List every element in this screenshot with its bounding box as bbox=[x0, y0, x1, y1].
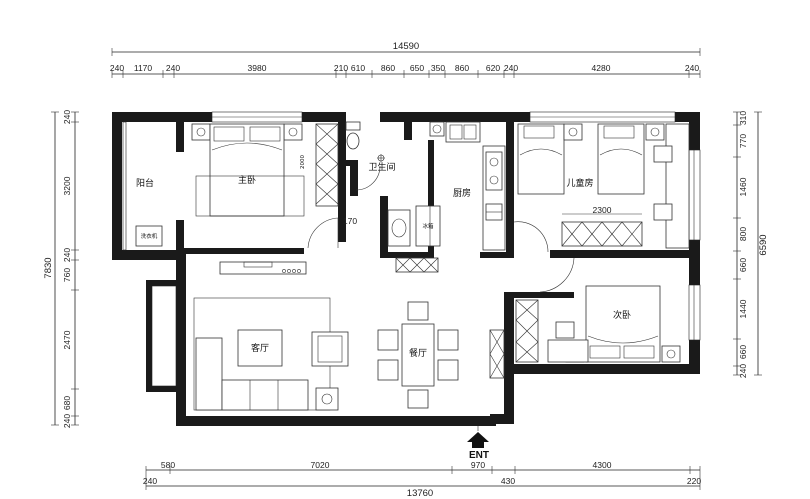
right-dim-2: 1460 bbox=[738, 177, 748, 196]
master-wardrobe bbox=[315, 123, 339, 207]
right-dim-0: 310 bbox=[738, 111, 748, 125]
top-dim-9: 860 bbox=[455, 63, 469, 73]
top-dim-4: 210 bbox=[334, 63, 348, 73]
windows bbox=[122, 111, 701, 387]
washer-label: 洗衣机 bbox=[141, 232, 158, 240]
top-dim-0: 240 bbox=[110, 63, 124, 73]
fridge-label: 冰箱 bbox=[422, 222, 434, 230]
left-dim-3: 760 bbox=[62, 268, 72, 282]
master-nightstand-right bbox=[283, 123, 303, 141]
dining-table bbox=[401, 323, 435, 387]
kitchen-sink bbox=[445, 121, 481, 143]
left-dim-5: 680 bbox=[62, 396, 72, 410]
right-dim-6: 660 bbox=[738, 345, 748, 359]
bathroom-sink bbox=[387, 209, 411, 247]
top-dim-7: 650 bbox=[410, 63, 424, 73]
top-dim-6: 860 bbox=[381, 63, 395, 73]
dining-furniture bbox=[377, 257, 505, 409]
room-label-balcony: 阳台 bbox=[136, 177, 154, 189]
right-dim-5: 1440 bbox=[738, 299, 748, 318]
master-bedroom-furniture bbox=[191, 123, 339, 249]
bottom-dim-4: 240 bbox=[143, 476, 157, 486]
left-dim-0: 240 bbox=[62, 110, 72, 124]
left-dimension-lines bbox=[51, 111, 79, 426]
top-dim-12: 4280 bbox=[592, 63, 611, 73]
second-bed bbox=[585, 285, 661, 363]
top-dim-2: 240 bbox=[166, 63, 180, 73]
bottom-dim-0: 580 bbox=[161, 460, 175, 470]
left-dim-4: 2470 bbox=[62, 330, 72, 349]
second-bedroom-furniture bbox=[515, 257, 681, 363]
room-label-kitchen: 厨房 bbox=[453, 187, 471, 199]
stove bbox=[485, 151, 503, 191]
top-dim-1: 1170 bbox=[134, 63, 153, 73]
left-dim-2: 240 bbox=[62, 248, 72, 262]
top-dim-10: 620 bbox=[486, 63, 500, 73]
kids-bed-2 bbox=[597, 123, 645, 195]
bottom-total-dim: 13760 bbox=[407, 488, 433, 499]
kids-desk-dim: 2300 bbox=[593, 205, 612, 215]
master-bed bbox=[209, 123, 285, 217]
washing-machine bbox=[135, 225, 163, 247]
master-nightstand-left bbox=[191, 123, 211, 141]
bottom-dim-1: 7020 bbox=[311, 460, 330, 470]
entrance-label: ENT bbox=[469, 450, 489, 461]
room-label-second: 次卧 bbox=[613, 309, 631, 321]
kids-bed-1 bbox=[517, 123, 565, 195]
bottom-dim-3: 4300 bbox=[593, 460, 612, 470]
room-label-dining: 餐厅 bbox=[409, 347, 427, 359]
master-bed-dim: 2000 bbox=[300, 155, 306, 169]
bathroom-fixtures bbox=[345, 121, 411, 247]
bottom-dim-5: 430 bbox=[501, 476, 515, 486]
bottom-dim-2: 970 bbox=[471, 460, 485, 470]
top-dimension-lines bbox=[111, 48, 701, 78]
kids-room-furniture bbox=[513, 123, 690, 253]
armchair bbox=[311, 331, 349, 367]
room-label-living: 客厅 bbox=[251, 342, 269, 354]
right-dim-3: 800 bbox=[738, 227, 748, 241]
kitchen-fixtures bbox=[415, 121, 506, 251]
interior-walls bbox=[176, 112, 689, 298]
toilet bbox=[346, 132, 360, 150]
right-total-dim: 6590 bbox=[758, 234, 769, 255]
kids-cabinet bbox=[561, 221, 643, 247]
top-dim-3: 3980 bbox=[248, 63, 267, 73]
room-label-master: 主卧 bbox=[238, 174, 256, 186]
left-dim-6: 240 bbox=[62, 414, 72, 428]
living-room-furniture bbox=[193, 261, 349, 411]
coffee-table bbox=[237, 329, 283, 367]
top-dim-13: 240 bbox=[685, 63, 699, 73]
room-label-bathroom: 卫生间 bbox=[368, 161, 395, 173]
kids-desk bbox=[665, 123, 690, 249]
entrance-marker bbox=[467, 426, 489, 448]
left-dim-1: 3200 bbox=[62, 176, 72, 195]
top-dim-8: 350 bbox=[431, 63, 445, 73]
right-dimension-lines bbox=[733, 111, 762, 376]
sofa-side bbox=[195, 337, 223, 411]
left-total-dim: 7830 bbox=[43, 257, 54, 278]
room-label-kids: 儿童房 bbox=[566, 177, 593, 189]
door-dim: 170 bbox=[343, 216, 357, 226]
bottom-dim-6: 220 bbox=[687, 476, 701, 486]
fridge bbox=[415, 205, 441, 247]
top-dim-5: 610 bbox=[351, 63, 365, 73]
sofa-main bbox=[221, 379, 309, 411]
right-dim-7: 240 bbox=[738, 364, 748, 378]
top-total-dim: 14590 bbox=[393, 41, 419, 52]
balcony-area: 洗衣机 bbox=[135, 225, 163, 247]
right-dim-1: 770 bbox=[738, 134, 748, 148]
top-dim-11: 240 bbox=[504, 63, 518, 73]
right-dim-4: 660 bbox=[738, 258, 748, 272]
bottom-dimension-lines bbox=[145, 466, 701, 490]
